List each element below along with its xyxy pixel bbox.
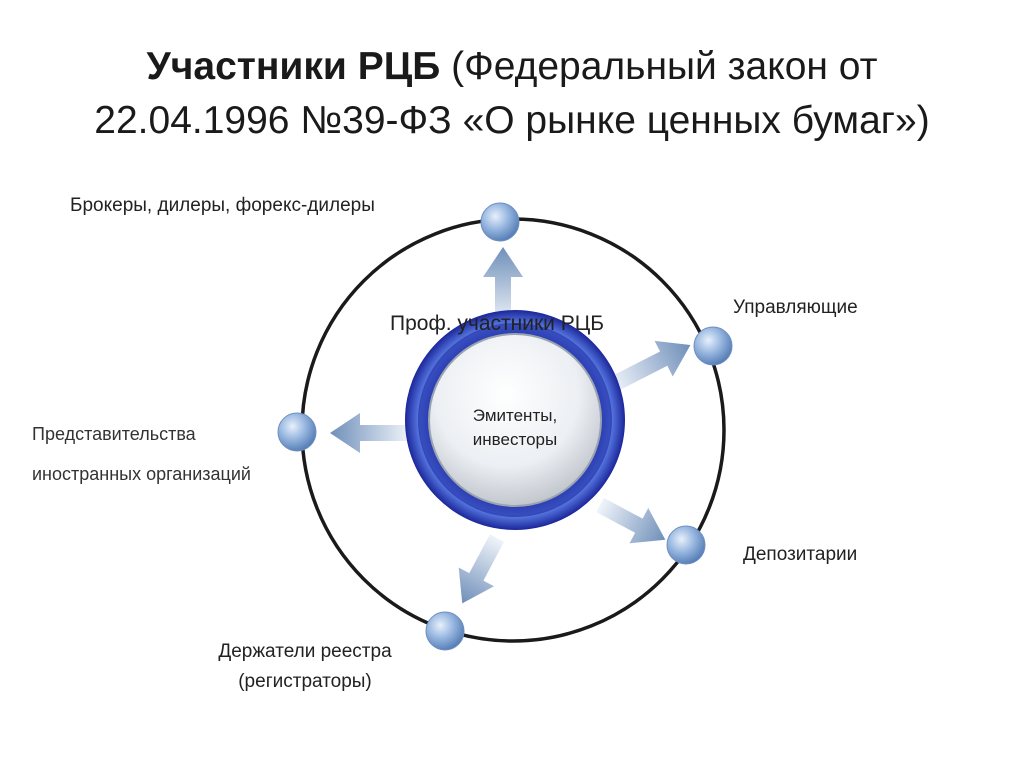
label-foreign-line-2: иностранных организаций [32,464,251,484]
label-managers: Управляющие [733,297,858,318]
node-managers [693,326,733,366]
label-foreign-line-1: Представительства [32,424,196,444]
title-bold: Участники РЦБ [146,45,441,88]
node-depositaries [666,525,706,565]
issuers-investors-core [428,333,602,507]
arrow-to-registrars [458,534,505,604]
core-label-line-2: инвесторы [472,430,558,449]
label-registrars-line-2: (регистраторы) [238,671,372,692]
core-label-line-1: Эмитенты, [472,406,558,425]
title-line-2: 22.04.1996 №39-ФЗ «О рынке ценных бумаг»… [94,99,930,142]
label-depositaries: Депозитарии [743,544,858,565]
label-registrars-line-1: Держатели реестра [218,641,392,662]
slide-title: Участники РЦБ (Федеральный закон от 22.0… [0,40,1024,148]
arrow-to-foreign [330,413,410,453]
node-brokers [480,202,520,242]
label-foreign: Представительства иностранных организаци… [32,414,251,494]
title-line-1: Участники РЦБ (Федеральный закон от [0,40,1024,94]
label-brokers: Брокеры, дилеры, форекс-дилеры [70,195,375,216]
core-label: Эмитенты, инвесторы [440,404,590,452]
arrow-to-brokers [483,247,523,325]
arrow-to-depositaries [596,497,666,544]
ring-label: Проф. участники РЦБ [390,312,605,335]
label-registrars: Держатели реестра (регистраторы) [190,637,420,697]
title-rest: (Федеральный закон от [451,45,878,88]
arrow-to-managers [608,340,691,393]
node-registrars [425,611,465,651]
node-foreign [277,412,317,452]
